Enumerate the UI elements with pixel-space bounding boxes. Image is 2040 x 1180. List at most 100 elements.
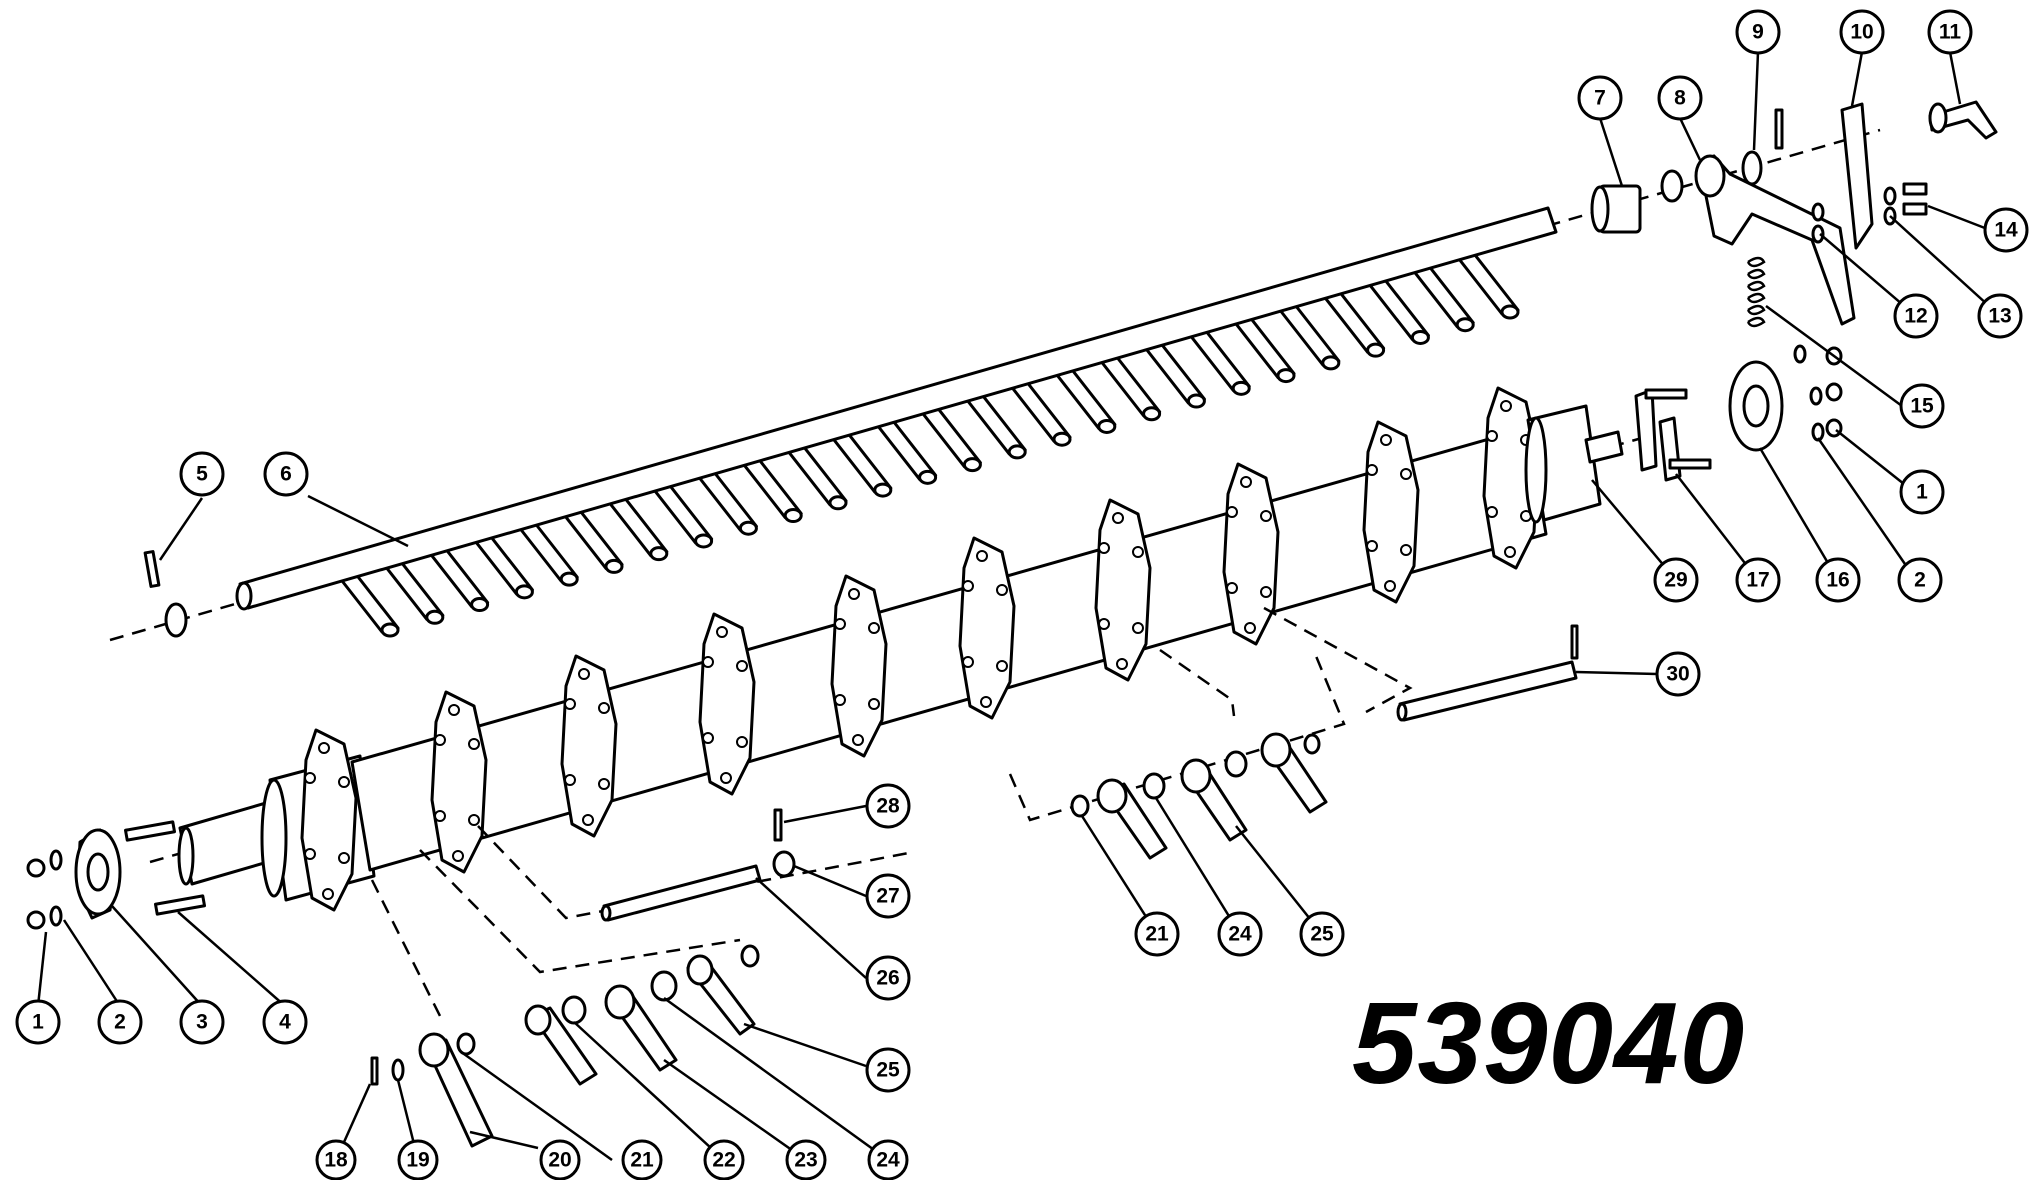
- flange-hole: [736, 660, 748, 672]
- part-number-label: 539040: [1352, 978, 1746, 1108]
- washer-13a: [1883, 186, 1897, 206]
- callout-25-mid: 25: [1299, 911, 1345, 957]
- spring-19: [391, 1058, 405, 1082]
- tine-tip: [470, 597, 490, 613]
- callout-label: 29: [1664, 569, 1687, 592]
- flange-hole: [976, 550, 988, 562]
- callout-label: 28: [876, 795, 900, 818]
- flange-hole: [996, 584, 1008, 596]
- flange-hole: [834, 618, 846, 630]
- shaft-26: [602, 864, 762, 922]
- drum-flange: [698, 612, 756, 796]
- flange-hole: [868, 698, 880, 710]
- callout-15: 15: [1899, 383, 1945, 429]
- flange-hole: [720, 772, 732, 784]
- washer-2c: [1793, 344, 1807, 364]
- plate-10: [1840, 102, 1874, 250]
- tine-tip: [962, 457, 982, 473]
- tine-tip: [1231, 380, 1251, 396]
- callout-label: 17: [1746, 569, 1769, 592]
- washer-21b: [1070, 794, 1090, 818]
- bracket-11-end: [1928, 102, 1948, 134]
- callout-label: 14: [1994, 219, 2018, 242]
- callout-label: 16: [1826, 569, 1849, 592]
- flange-plate: [430, 690, 488, 874]
- drum-flange: [830, 574, 888, 758]
- callout-label: 2: [1914, 569, 1926, 592]
- flange-hole: [848, 588, 860, 600]
- callout-8: 8: [1657, 75, 1703, 121]
- callout-4: 4: [262, 999, 308, 1045]
- tine-tip: [828, 495, 848, 511]
- tine-bar-end: [235, 581, 253, 611]
- flange-plate: [830, 574, 888, 758]
- drum-flange: [1094, 498, 1152, 682]
- flange-hole: [578, 668, 590, 680]
- flange-hole: [702, 732, 714, 744]
- lower-crank-parts: [370, 808, 915, 1148]
- flange-hole: [598, 778, 610, 790]
- bolt-14b: [1902, 202, 1928, 216]
- flange-plate: [300, 728, 358, 912]
- flange-plate: [560, 654, 618, 838]
- arm-20-boss: [418, 1032, 450, 1068]
- crank-arm-22-boss: [524, 1004, 552, 1036]
- bolt-17a: [1644, 388, 1688, 400]
- bolt-14a: [1902, 182, 1928, 196]
- flange-hole: [834, 694, 846, 706]
- callout-label: 4: [279, 1011, 291, 1034]
- callout-25-lower: 25: [865, 1047, 911, 1093]
- callout-label: 15: [1910, 395, 1934, 418]
- drum-flange: [958, 536, 1016, 720]
- flange-hole: [598, 702, 610, 714]
- callout-label: 2: [114, 1011, 126, 1034]
- tine-tip: [1052, 431, 1072, 447]
- callout-3: 3: [179, 999, 225, 1045]
- callout-label: 30: [1666, 663, 1689, 686]
- tine-tip: [783, 508, 803, 524]
- callout-label: 21: [630, 1149, 654, 1172]
- callout-label: 11: [1939, 21, 1962, 44]
- flange-hole: [434, 810, 446, 822]
- roll-pin-5: [143, 550, 161, 588]
- stub-shaft-end: [177, 826, 195, 886]
- flange-hole: [980, 696, 992, 708]
- washer-9: [1741, 150, 1763, 186]
- flange-plate: [1222, 462, 1280, 646]
- callout-label: 10: [1850, 21, 1873, 44]
- flange-hole: [564, 698, 576, 710]
- left-hub-parts: [26, 820, 207, 930]
- flange-hole: [1260, 510, 1272, 522]
- callout-label: 25: [876, 1059, 900, 1082]
- callout-label: 26: [876, 967, 899, 990]
- tine-tip: [649, 546, 669, 562]
- crank-arm-25-boss: [686, 954, 714, 986]
- callout-label: 12: [1904, 305, 1927, 328]
- dash-path-f: [1263, 606, 1413, 714]
- tine-tip: [1276, 368, 1296, 384]
- pin-9: [1774, 108, 1784, 150]
- drum-flange: [1362, 420, 1420, 604]
- circlip-5: [164, 602, 188, 638]
- flange-hole: [1400, 544, 1412, 556]
- flange-hole: [1226, 582, 1238, 594]
- washer-mid: [1303, 733, 1321, 755]
- flange-hole: [1366, 540, 1378, 552]
- callout-17: 17: [1735, 557, 1781, 603]
- crank-arm-mid-c-boss: [1260, 732, 1292, 768]
- flange-hole: [1132, 622, 1144, 634]
- callout-21-mid: 21: [1134, 911, 1180, 957]
- dash-path-c: [370, 879, 442, 1017]
- pin-18: [370, 1056, 379, 1086]
- flange-hole: [1500, 400, 1512, 412]
- bush-27: [772, 850, 796, 878]
- bracket-17a: [1634, 388, 1658, 472]
- callout-label: 9: [1752, 21, 1764, 44]
- flange-hole: [1132, 546, 1144, 558]
- flange-hole: [582, 814, 594, 826]
- dash-path-d: [1008, 655, 1346, 822]
- nut-12b: [1811, 224, 1825, 244]
- bolt-4a: [123, 820, 177, 842]
- callout-9: 9: [1735, 9, 1781, 55]
- hub-collar-face: [260, 778, 288, 898]
